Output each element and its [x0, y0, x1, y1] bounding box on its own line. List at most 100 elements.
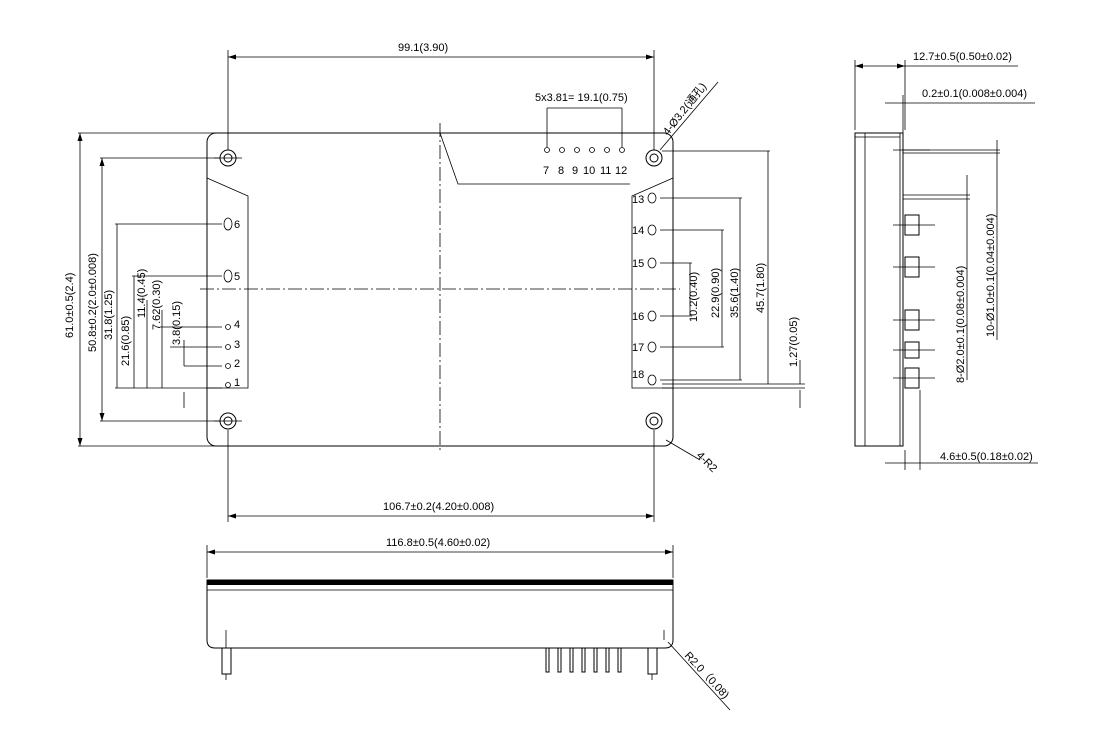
pin-label-5: 5: [234, 271, 240, 283]
left-panel-line: [206, 177, 249, 389]
pin-1-pad: [225, 382, 231, 388]
side-pins: [893, 149, 1000, 389]
pin-label-11: 11: [600, 165, 611, 177]
pin-label-16: 16: [632, 311, 644, 323]
dim-pin-dia-10: 10-Ø1.0±0.1(0.04±0.004): [985, 140, 998, 340]
dim-left-11-4: 11.4(0.45): [136, 269, 148, 388]
dim-width-total: 99.1(3.90): [227, 42, 655, 150]
mounting-hole-tr: [645, 149, 663, 167]
dim-pin-span: 5x3.81= 19.1(0.75): [535, 92, 628, 147]
dim-height-total: 61.0±0.5(2.4): [64, 132, 215, 447]
dim-flange-label: 0.2±0.1(0.008±0.004): [922, 88, 1027, 100]
pin-label-10: 10: [583, 165, 595, 177]
dim-pin-span-label: 5x3.81= 19.1(0.75): [535, 92, 628, 104]
dim-left-11-4-label: 11.4(0.45): [136, 269, 148, 318]
dim-right-1-27: 1.27(0.05): [662, 317, 805, 408]
dim-left-21-6-label: 21.6(0.85): [120, 316, 132, 366]
dim-height-holes-label: 50.8±0.2(2.0±0.008): [87, 253, 99, 352]
pin-2-pad: [225, 363, 231, 369]
dim-length-total-label: 116.8±0.5(4.60±0.02): [386, 537, 490, 549]
dim-hole-spacing: 106.7±0.2(4.20±0.008): [227, 430, 655, 522]
pin-13-pad: [647, 192, 657, 204]
dim-right-35-6: 35.6(1.40): [660, 197, 742, 381]
pin-label-14: 14: [632, 225, 644, 237]
dim-left-7-62: 7.62(0.30): [151, 280, 222, 388]
dim-right-10-2: 10.2(0.40): [660, 262, 700, 322]
dim-pin-dia-8-label: 8-Ø2.0±0.1(0.08±0.004): [955, 266, 967, 383]
dim-pin-length: 4.6±0.5(0.18±0.02): [885, 390, 1038, 470]
front-pins: [545, 647, 622, 673]
dim-right-45-7: 45.7(1.80): [662, 150, 805, 385]
dim-corner-radius-label: 4-R2: [694, 450, 719, 475]
pin-label-15: 15: [632, 258, 644, 270]
pin-15-pad: [647, 257, 657, 269]
dim-length-total: 116.8±0.5(4.60±0.02): [206, 537, 674, 578]
pin-3-pad: [225, 344, 231, 350]
dim-height-total-label: 61.0±0.5(2.4): [64, 273, 76, 338]
pin-label-12: 12: [615, 165, 627, 177]
pin-9-pad: [574, 147, 580, 153]
dim-right-22-9: 22.9(0.90): [660, 229, 724, 348]
pin-label-4: 4: [234, 319, 240, 331]
dim-pin-dia-10-label: 10-Ø1.0±0.1(0.04±0.004): [985, 214, 997, 337]
dim-left-3-8-label: 3.8(0.15): [171, 301, 183, 345]
pin-4-pad: [225, 324, 231, 330]
dim-bottom-radius: R2.0（0.08): [667, 641, 732, 711]
pin-17-pad: [647, 341, 657, 353]
front-body: [206, 579, 674, 649]
dim-left-31-8-label: 31.8(1.25): [103, 290, 115, 340]
pin-label-6: 6: [234, 219, 240, 231]
dim-bottom-radius-label: R2.0（0.08): [682, 649, 732, 701]
dim-left-31-8: 31.8(1.25): [103, 223, 222, 389]
dim-mounting-hole: 4-Ø3.2(通孔): [659, 80, 719, 151]
pin-6-pad: [223, 217, 233, 231]
dim-right-1-27-label: 1.27(0.05): [788, 317, 800, 367]
dim-right-10-2-label: 10.2(0.40): [688, 272, 700, 322]
pin-label-3: 3: [234, 339, 240, 351]
front-view: 116.8±0.5(4.60±0.02) R2.0（0.08): [206, 537, 732, 711]
pin-12-pad: [619, 147, 625, 153]
dim-left-7-62-label: 7.62(0.30): [151, 280, 163, 330]
dim-right-45-7-label: 45.7(1.80): [755, 263, 767, 313]
front-base-plate: [207, 580, 673, 585]
label-area-line: [439, 132, 630, 185]
pin-14-pad: [647, 224, 657, 236]
pin-label-1: 1: [234, 377, 240, 389]
pin-label-7: 7: [543, 165, 549, 177]
pin-label-18: 18: [632, 369, 644, 381]
dim-thickness: 12.7±0.5(0.50±0.02): [854, 51, 1018, 130]
dim-left-3-8: 3.8(0.15): [170, 301, 222, 408]
mounting-hole-br: [645, 412, 663, 430]
side-body: [854, 132, 904, 447]
side-view: 12.7±0.5(0.50±0.02) 0.2±0.1(0.008±0.004)…: [854, 51, 1038, 470]
pin-11-pad: [604, 147, 610, 153]
dim-corner-radius: 4-R2: [665, 439, 719, 475]
front-stud-right: [647, 647, 658, 675]
dim-hole-spacing-label: 106.7±0.2(4.20±0.008): [383, 501, 494, 513]
pin-5-pad: [223, 269, 233, 283]
pin-label-2: 2: [234, 358, 240, 370]
dim-flange: 0.2±0.1(0.008±0.004): [885, 88, 1035, 133]
pin-label-13: 13: [632, 194, 644, 206]
dim-left-21-6: 21.6(0.85): [120, 275, 222, 388]
top-view: 6 5 4 3 2 1 7 8 9 10 11 12 13 14 15 16 1…: [64, 42, 805, 522]
dim-mounting-hole-label: 4-Ø3.2(通孔): [660, 80, 709, 138]
pin-label-8: 8: [558, 165, 564, 177]
dim-height-holes: 50.8±0.2(2.0±0.008): [87, 157, 220, 422]
pin-18-pad: [647, 374, 657, 386]
pin-10-pad: [589, 147, 595, 153]
pin-8-pad: [559, 147, 565, 153]
pin-label-17: 17: [632, 342, 644, 354]
dim-width-total-label: 99.1(3.90): [398, 42, 448, 54]
dim-right-22-9-label: 22.9(0.90): [710, 268, 722, 318]
pin-7-pad: [544, 147, 550, 153]
pin-16-pad: [647, 310, 657, 322]
dim-pin-length-label: 4.6±0.5(0.18±0.02): [940, 451, 1033, 463]
dim-pin-dia-8: 8-Ø2.0±0.1(0.08±0.004): [955, 175, 968, 383]
pin-label-9: 9: [572, 165, 578, 177]
dim-thickness-label: 12.7±0.5(0.50±0.02): [913, 51, 1012, 63]
front-stud-left: [221, 647, 232, 675]
dim-right-35-6-label: 35.6(1.40): [729, 268, 741, 318]
right-panel-line: [631, 177, 674, 389]
